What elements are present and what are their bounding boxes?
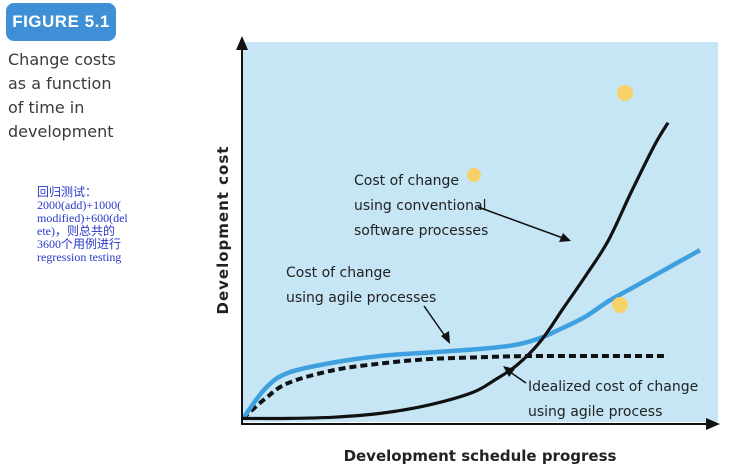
conventional-pointer bbox=[477, 206, 564, 239]
x-axis-label: Development schedule progress bbox=[344, 447, 617, 465]
series-layer bbox=[241, 121, 702, 421]
idealized-pointer bbox=[509, 371, 527, 384]
series-line-agile bbox=[241, 248, 702, 420]
agile-pointer-arrow-icon bbox=[441, 331, 450, 344]
note-line: 回归测试： bbox=[37, 185, 98, 199]
x-axis-arrow-icon bbox=[706, 418, 720, 430]
note-line: regression testing bbox=[37, 250, 122, 264]
conventional-label-line: software processes bbox=[354, 223, 488, 239]
caption-line: development bbox=[8, 122, 114, 141]
idealized-label-line: Idealized cost of change bbox=[528, 379, 698, 395]
idealized-pointer-arrow-icon bbox=[503, 366, 515, 377]
series-line-conventional bbox=[242, 121, 670, 421]
series-line-idealized bbox=[241, 353, 668, 420]
figure-caption: Change costs as a function of time in de… bbox=[8, 48, 138, 144]
idealized-label-line: using agile process bbox=[528, 404, 662, 420]
agile-label-line: using agile processes bbox=[286, 290, 436, 306]
decorative-dot bbox=[617, 85, 633, 101]
caption-line: Change costs bbox=[8, 50, 116, 69]
figure-label: FIGURE 5.1 bbox=[6, 3, 116, 41]
caption-line: as a function bbox=[8, 74, 112, 93]
note-line: 2000(add)+1000( bbox=[37, 198, 122, 212]
y-axis-label: Development cost bbox=[214, 146, 232, 315]
conventional-pointer-arrow-icon bbox=[559, 233, 571, 242]
conventional-label-line: using conventional bbox=[354, 198, 486, 214]
y-axis-arrow-icon bbox=[236, 36, 248, 50]
agile-label-line: Cost of change bbox=[286, 265, 391, 281]
note-line: ete)，则总共的 bbox=[37, 224, 115, 238]
note-line: 3600个用例进行 bbox=[37, 237, 122, 251]
agile-pointer bbox=[423, 305, 446, 337]
caption-line: of time in bbox=[8, 98, 85, 117]
note-line: modified)+600(del bbox=[37, 211, 128, 225]
conventional-label-line: Cost of change bbox=[354, 173, 459, 189]
handwritten-note: 回归测试： 2000(add)+1000( modified)+600(del … bbox=[37, 186, 157, 264]
decorative-dot bbox=[612, 297, 628, 313]
decorative-dot bbox=[467, 168, 481, 182]
plot-background bbox=[243, 42, 718, 422]
